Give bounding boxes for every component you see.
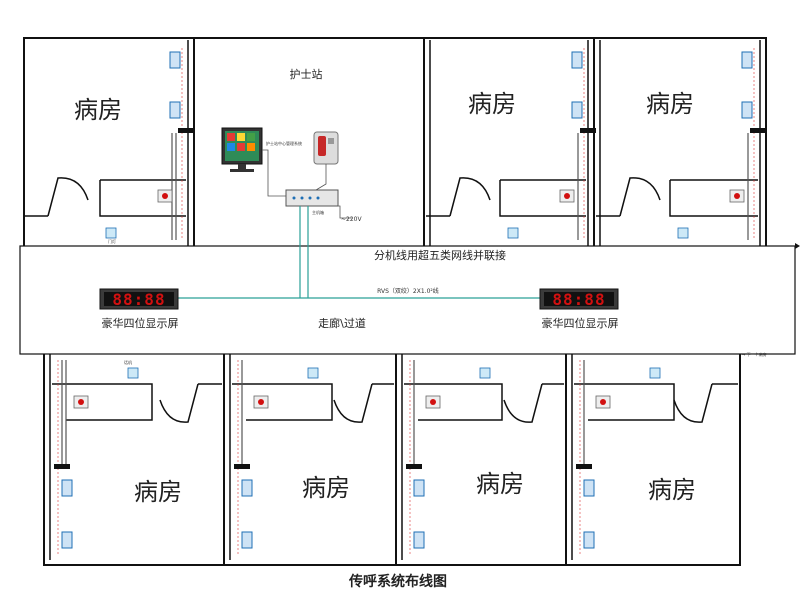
diagram-title: 传呼系统布线图 [348,573,447,590]
network-wire [178,206,540,299]
led-display-left: 88:88 [99,288,179,310]
rvs-label: RVS（双绞）2X1.0²线 [377,287,439,295]
next-ward-label: → 下一个病房 [742,351,767,357]
room-label-bottom-4: 病房 [648,476,696,504]
display-right-label: 豪华四位显示屏 [542,316,619,330]
door-light-label: 门灯 [108,238,116,244]
monitor-icon [221,127,263,172]
bottom-room-devices [54,360,661,556]
room-label-top-3: 病房 [646,90,694,118]
room-label-bottom-1: 病房 [134,478,182,506]
display-digits-right: 88:88 [552,290,605,309]
room-label-top-1: 病房 [74,96,122,124]
corridor-label: 走廊\过道 [318,316,366,330]
display-left-label: 豪华四位显示屏 [102,316,179,330]
top-room-devices [105,48,766,240]
wiring-note: 分机线用超五类网线并联接 [374,248,506,262]
bottom-wing-walls [43,354,741,566]
led-display-right: 88:88 [539,288,619,310]
nurse-station-label: 护士站 [290,67,323,81]
host-label: 主机箱 [312,209,324,215]
phone-icon [313,131,339,165]
display-digits-left: 88:88 [112,290,165,309]
room-label-bottom-3: 病房 [476,470,524,498]
host-box-icon [285,189,339,207]
pc-label: 护士站中心管理系统 [266,140,302,146]
corridor-box [19,245,796,355]
top-wing-walls [23,37,767,246]
phone-label: 话机 [124,359,132,365]
room-label-top-2: 病房 [468,90,516,118]
power-label: ~220V [341,216,362,223]
room-label-bottom-2: 病房 [302,474,350,502]
